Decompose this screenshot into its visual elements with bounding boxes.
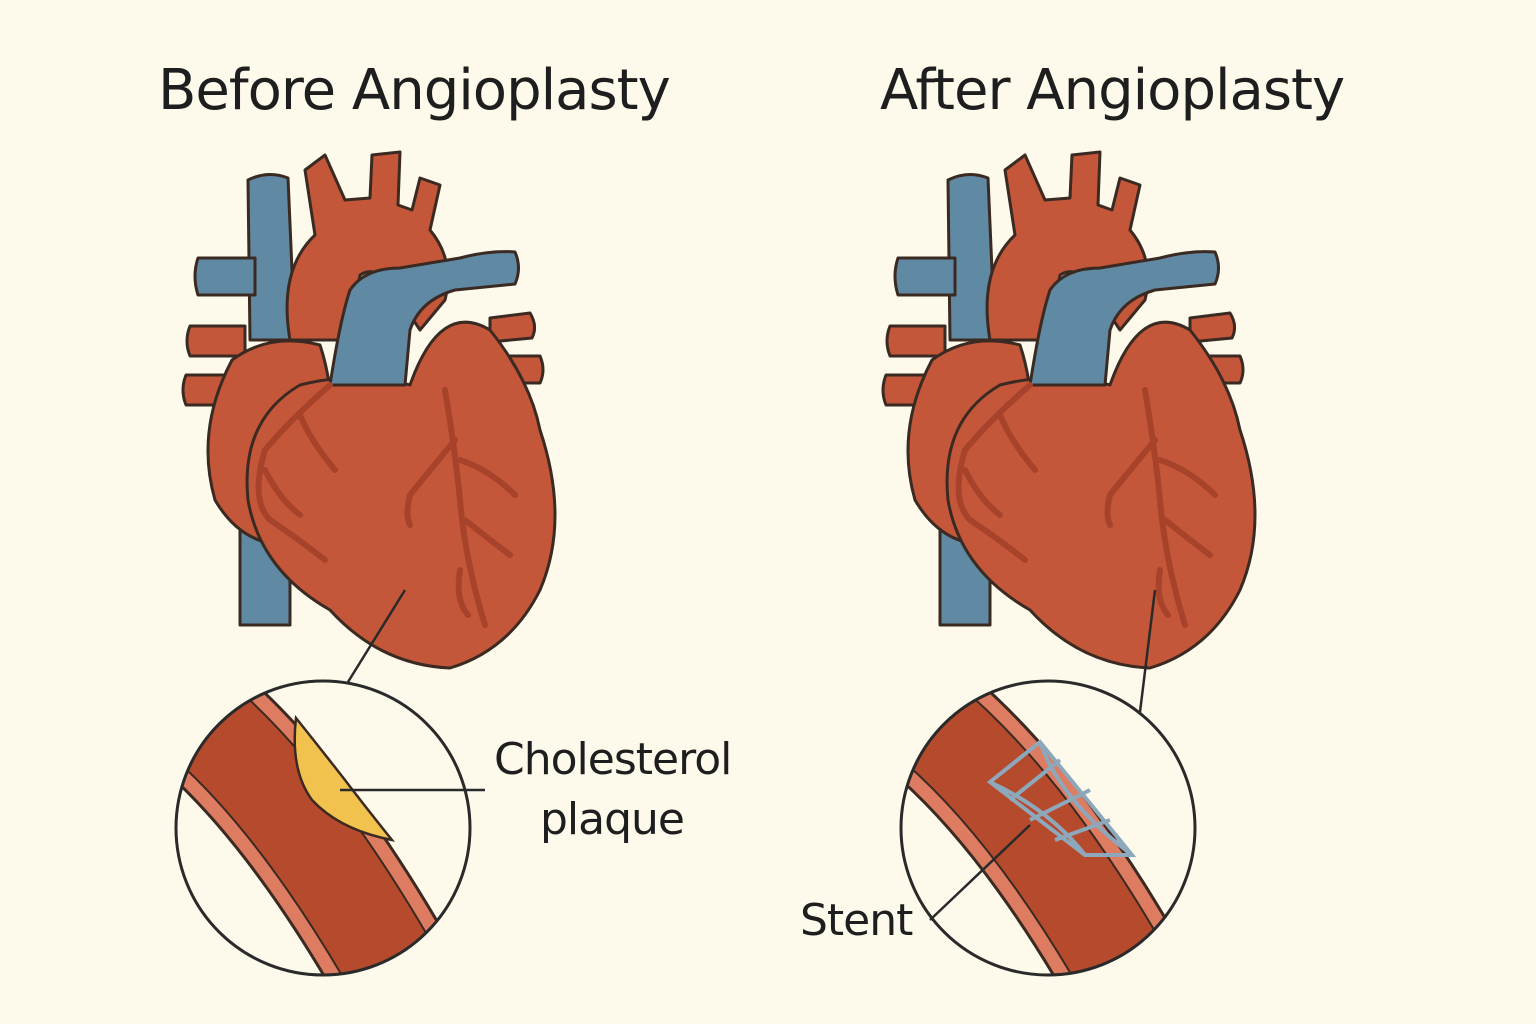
- title-before: Before Angioplasty: [158, 58, 671, 123]
- heart-before: [183, 152, 555, 668]
- pointer-line-after: [1138, 589, 1157, 713]
- title-after: After Angioplasty: [880, 58, 1345, 123]
- magnified-vessel-before: [174, 679, 485, 977]
- plaque: [293, 714, 396, 842]
- heart-after: [883, 152, 1255, 668]
- label-cholesterol: Cholesterol: [494, 734, 732, 785]
- stent: [986, 739, 1137, 857]
- label-plaque: plaque: [540, 794, 685, 845]
- pointer-line-before: [346, 589, 407, 683]
- label-stent: Stent: [800, 895, 913, 946]
- magnified-vessel-after: [899, 679, 1197, 977]
